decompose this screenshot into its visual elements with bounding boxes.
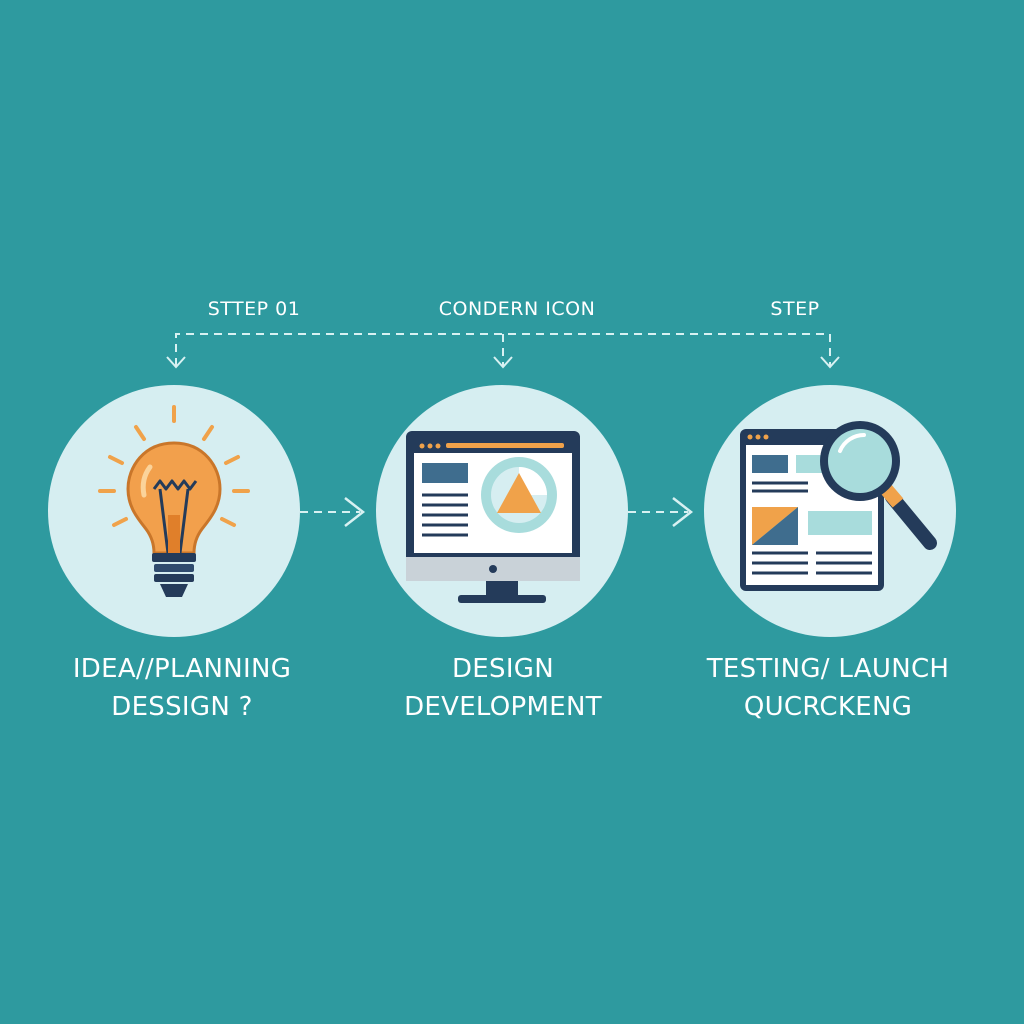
right-arrow-1-icon xyxy=(344,497,366,527)
caption-stage-2: DESIGN DEVELOPMENT xyxy=(353,650,653,726)
caption-stage-3-line1: TESTING/ LAUNCH xyxy=(706,654,950,684)
monitor-chart-icon xyxy=(406,431,580,603)
caption-stage-1: IDEA//PLANNING DESSIGN ? xyxy=(32,650,332,726)
down-arrow-right-icon xyxy=(820,356,840,369)
caption-stage-3-line2: QUCRCKENG xyxy=(743,692,913,722)
lightbulb-icon xyxy=(98,405,250,597)
stage-circle-design xyxy=(376,385,628,637)
step-label-center: CONDERN ICON xyxy=(438,298,596,320)
caption-stage-2-line2: DEVELOPMENT xyxy=(404,692,602,722)
magnifier-webpage-icon xyxy=(740,421,937,591)
caption-stage-1-line1: IDEA//PLANNING xyxy=(72,654,292,684)
caption-stage-1-line2: DESSIGN ? xyxy=(111,692,253,722)
stage-circle-idea xyxy=(48,385,300,637)
top-bracket-line xyxy=(175,333,831,366)
caption-stage-2-line1: DESIGN xyxy=(451,654,555,684)
down-arrow-left-icon xyxy=(166,356,186,369)
step-label-left: STTEP 01 xyxy=(207,298,301,320)
step-label-right: STEP xyxy=(770,298,820,320)
caption-stage-3: TESTING/ LAUNCH QUCRCKENG xyxy=(678,650,978,726)
stage-circle-testing xyxy=(704,385,956,637)
down-arrow-center-icon xyxy=(493,356,513,369)
right-arrow-2-icon xyxy=(672,497,694,527)
